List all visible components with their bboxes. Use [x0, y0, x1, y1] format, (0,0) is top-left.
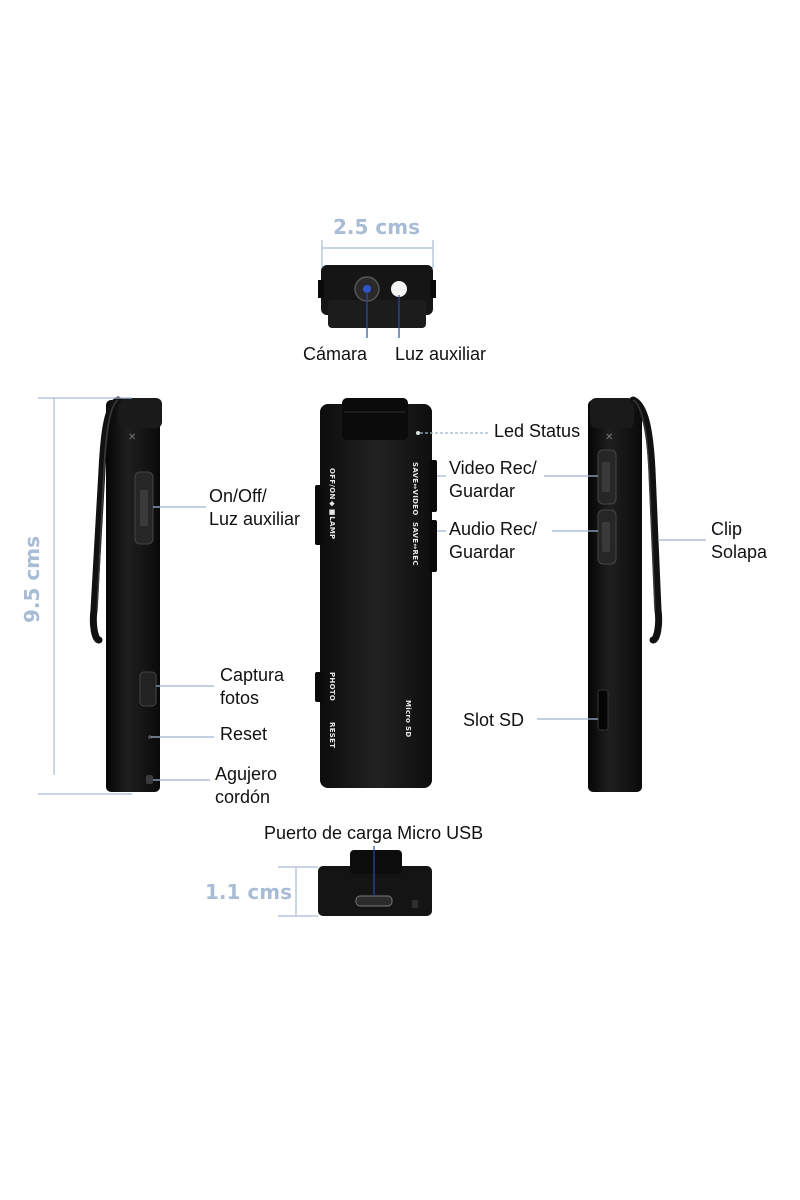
switch-marking: OFF/ON◆■LAMP [328, 468, 336, 540]
callout-lines [151, 432, 706, 781]
lanyard-line1: Agujero [215, 764, 278, 784]
front-device [315, 398, 437, 788]
audio-rec-line1: Audio Rec/ [449, 519, 538, 539]
svg-text:✕: ✕ [605, 432, 613, 443]
reset-hole [148, 735, 152, 739]
slot-sd-label: Slot SD [463, 710, 525, 730]
reset-label: Reset [220, 724, 268, 744]
save-video-marking: SAVE↔VIDEO [411, 462, 419, 516]
height-dimension [38, 397, 132, 795]
clip-label: Clip Solapa [711, 518, 767, 564]
right-side-device: ✕ [588, 396, 663, 792]
onoff-line1: On/Off/ [209, 486, 267, 506]
lanyard-label: Agujero cordón [215, 763, 277, 809]
lanyard-hole [146, 775, 153, 784]
micro-usb-port [355, 895, 393, 907]
capture-line2: fotos [220, 688, 260, 708]
width-dimension [321, 240, 434, 268]
onoff-label: On/Off/ Luz auxiliar [209, 485, 300, 531]
status-led [416, 431, 420, 435]
aux-light-icon [391, 281, 407, 297]
camera-head [342, 398, 408, 440]
aux-light-label: Luz auxiliar [395, 344, 487, 364]
micro-sd-marking: Micro SD [404, 700, 412, 738]
save-rec-marking: SAVE↔REC [411, 522, 419, 566]
camera-label: Cámara [303, 344, 368, 364]
onoff-line2: Luz auxiliar [209, 509, 301, 529]
photo-marking: PHOTO [328, 672, 336, 702]
video-rec-line1: Video Rec/ [449, 458, 537, 478]
lanyard-line2: cordón [215, 787, 271, 807]
left-side-device: ✕ [89, 396, 162, 792]
capture-line1: Captura [220, 665, 285, 685]
clip-line2: Solapa [711, 542, 768, 562]
bottom-view-device [318, 850, 432, 916]
photo-button[interactable] [139, 671, 157, 707]
height-label: 9.5 cms [20, 536, 44, 623]
video-rec-label: Video Rec/ Guardar [449, 457, 537, 503]
clip [629, 396, 663, 644]
video-rec-line2: Guardar [449, 481, 516, 501]
top-view-device [318, 265, 436, 328]
svg-text:✕: ✕ [128, 432, 136, 443]
usb-port-label: Puerto de carga Micro USB [264, 823, 484, 843]
audio-rec-label: Audio Rec/ Guardar [449, 518, 537, 564]
led-status-label: Led Status [494, 421, 581, 441]
clip-line1: Clip [711, 519, 743, 539]
sd-slot [597, 689, 609, 731]
depth-dimension [278, 866, 318, 917]
width-label: 2.5 cms [333, 215, 420, 239]
audio-rec-line2: Guardar [449, 542, 516, 562]
clip [89, 396, 122, 644]
reset-marking: RESET [328, 722, 336, 749]
depth-label: 1.1 cms [205, 880, 292, 904]
capture-label: Captura fotos [220, 664, 284, 710]
